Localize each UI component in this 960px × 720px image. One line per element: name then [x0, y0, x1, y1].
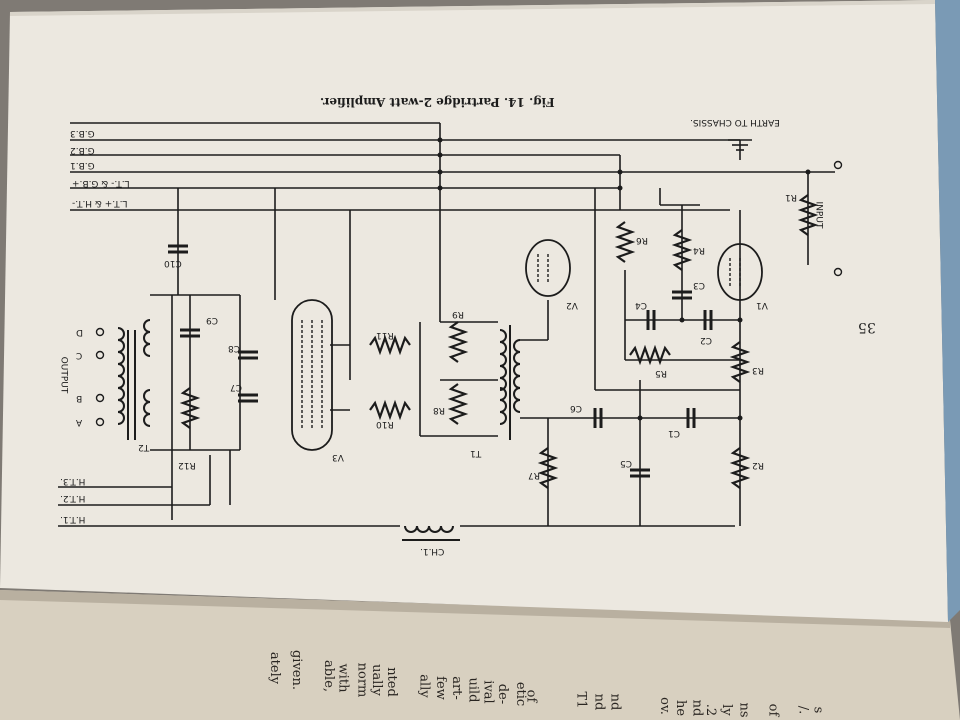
facing-text-line: nted [383, 667, 399, 697]
facing-text-line: he [673, 699, 689, 717]
facing-text-line: .2 [703, 703, 719, 717]
facing-text-line: T1 [573, 691, 589, 709]
facing-page [0, 590, 960, 720]
facing-text-line: ually [368, 664, 384, 696]
facing-text-line: few [432, 676, 448, 700]
facing-text-line: given. [289, 649, 305, 691]
facing-text-line: ately [267, 651, 283, 685]
facing-text-line: ns [736, 702, 752, 718]
facing-text-line: nd [607, 693, 623, 711]
facing-text-line: nd [591, 693, 607, 711]
facing-text-line: of [765, 703, 781, 717]
facing-text-line: de- [495, 683, 511, 705]
facing-text-line: uild [465, 677, 481, 703]
facing-text-line: ly [718, 704, 734, 716]
facing-text-line: art- [448, 676, 464, 700]
facing-text-line: ally [416, 674, 432, 698]
facing-text-line: of [523, 689, 539, 703]
facing-text-line: /. [795, 705, 811, 715]
facing-text-line: s [810, 706, 826, 714]
facing-text-line: ov. [656, 697, 672, 715]
facing-text-line: with [335, 663, 351, 693]
